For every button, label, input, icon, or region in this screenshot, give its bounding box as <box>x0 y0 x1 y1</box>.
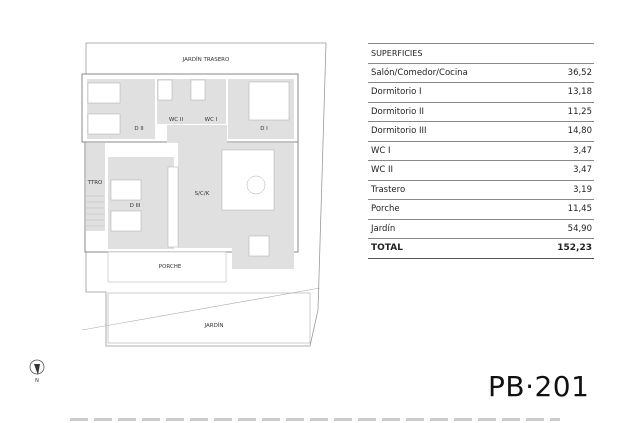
table-total-row: TOTAL 152,23 <box>368 239 594 259</box>
row-name: Dormitorio I <box>371 87 422 98</box>
row-value: 13,18 <box>567 87 592 98</box>
site-boundary <box>85 42 327 347</box>
row-name: Trastero <box>371 184 406 195</box>
dining-table <box>248 235 270 257</box>
porch <box>107 251 227 283</box>
label-sck: S/C/K <box>195 191 210 197</box>
svg-text:N: N <box>35 378 39 384</box>
unit-code: PB·201 <box>488 370 590 403</box>
table-row: Dormitorio I 13,18 <box>368 83 594 103</box>
row-value: 11,25 <box>567 106 592 117</box>
hallway <box>167 125 227 143</box>
label-d1: D I <box>260 126 268 132</box>
row-name: Porche <box>371 204 400 215</box>
row-value: 11,45 <box>567 204 592 215</box>
property-line <box>81 287 321 331</box>
table-row: Dormitorio II 11,25 <box>368 103 594 122</box>
label-d2: D II <box>134 126 144 132</box>
label-d3: D III <box>130 203 141 209</box>
table-row: Porche 11,45 <box>368 200 594 220</box>
label-porche: PORCHE <box>159 264 182 270</box>
row-name: WC I <box>371 145 391 156</box>
row-name: Dormitorio III <box>371 126 427 137</box>
row-value: 14,80 <box>567 126 592 137</box>
row-name: Jardín <box>371 223 396 234</box>
table-row: Dormitorio III 14,80 <box>368 122 594 142</box>
table <box>246 175 266 195</box>
bed <box>110 210 142 232</box>
kitchen-counter <box>167 166 179 248</box>
table-row: Jardín 54,90 <box>368 220 594 239</box>
table-header-label: SUPERFICIES <box>371 48 423 58</box>
north-arrow-icon: N <box>29 359 45 384</box>
surface-table: SUPERFICIES Salón/Comedor/Cocina 36,52 Do… <box>368 43 594 259</box>
total-label: TOTAL <box>371 243 403 254</box>
floor-plan: JARDÍN TRASERO D II WC II WC I D I TTRO … <box>29 42 327 384</box>
label-wc1: WC I <box>205 117 218 123</box>
room-d3 <box>108 157 174 249</box>
table-header: SUPERFICIES <box>368 44 594 64</box>
row-name: Salón/Comedor/Cocina <box>371 67 468 78</box>
label-jardin-trasero: JARDÍN TRASERO <box>182 56 230 63</box>
label-wc2: WC II <box>169 117 184 123</box>
row-value: 3,47 <box>573 145 592 156</box>
bed <box>87 82 121 104</box>
table-row: WC I 3,47 <box>368 142 594 161</box>
toilet <box>190 79 206 101</box>
table-row: WC II 3,47 <box>368 161 594 181</box>
table-row: Trastero 3,19 <box>368 181 594 200</box>
bed <box>87 113 121 135</box>
bed <box>110 179 142 201</box>
stairs <box>86 195 104 227</box>
footer-disclaimer-cut-off <box>70 418 560 421</box>
label-ttro: TTRO <box>87 180 103 186</box>
row-name: WC II <box>371 165 394 176</box>
sofa <box>221 149 275 211</box>
table-row: Salón/Comedor/Cocina 36,52 <box>368 64 594 83</box>
total-value: 152,23 <box>557 243 592 254</box>
row-value: 36,52 <box>567 67 592 78</box>
row-value: 3,47 <box>573 165 592 176</box>
row-value: 3,19 <box>573 184 592 195</box>
label-jardin: JARDÍN <box>203 322 223 329</box>
room-ttro <box>86 143 105 231</box>
garden-area <box>107 292 311 344</box>
double-bed <box>248 81 290 121</box>
row-name: Dormitorio II <box>371 106 425 117</box>
toilet <box>157 79 173 101</box>
row-value: 54,90 <box>567 223 592 234</box>
